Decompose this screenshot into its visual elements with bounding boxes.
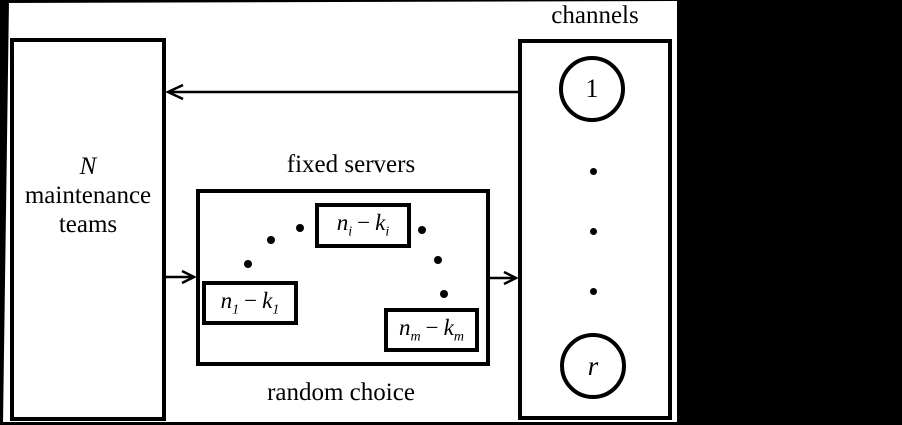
server-m-formula: nm−km [399,315,464,346]
ellipsis-dot [244,260,252,268]
var-n: n [336,210,349,236]
scan-artifact-right-block [677,0,902,425]
ellipsis-dot [440,290,448,298]
minus-op: − [425,314,439,340]
sub-1: 1 [232,302,240,318]
teams-label-line3: teams [58,211,118,238]
server-i-formula: ni−ki [337,210,389,241]
teams-count-symbol: N [79,153,97,180]
minus-op: − [357,210,371,236]
server-box-m: nm−km [384,308,479,352]
channel-1-label: 1 [585,74,599,103]
sub-1: 1 [272,302,280,318]
ellipsis-dot [418,226,426,234]
server-box-1: n1−k1 [202,281,298,325]
ellipsis-dot [590,288,597,295]
ellipsis-dot [590,228,597,235]
maintenance-teams-label: N maintenance teams [10,152,166,239]
scan-artifact-top-line [0,0,677,3]
var-k: k [262,287,273,313]
scan-artifact-left-bar [0,0,9,425]
sub-i: i [385,224,390,240]
channel-r-label: r [587,350,599,381]
ellipsis-dot [267,236,275,244]
channels-title: channels [551,2,639,29]
server-box-i: ni−ki [315,203,411,248]
server-1-formula: n1−k1 [221,288,280,319]
sub-m: m [453,329,464,345]
fixed-servers-title: fixed servers [286,151,416,178]
scan-artifact-bottom-line [0,422,677,425]
var-k: k [443,314,454,340]
random-choice-caption: random choice [267,379,415,406]
channel-node-r: r [560,333,626,399]
var-n: n [220,287,233,313]
ellipsis-dot [434,256,442,264]
sub-i: i [348,224,353,240]
var-n: n [399,314,411,340]
ellipsis-dot [590,168,597,175]
maintenance-teams-box [10,38,166,421]
ellipsis-dot [296,224,304,232]
channel-node-1: 1 [559,56,625,122]
sub-m: m [410,329,421,345]
minus-op: − [244,287,258,313]
teams-label-line2: maintenance [24,182,152,209]
var-k: k [375,210,386,236]
